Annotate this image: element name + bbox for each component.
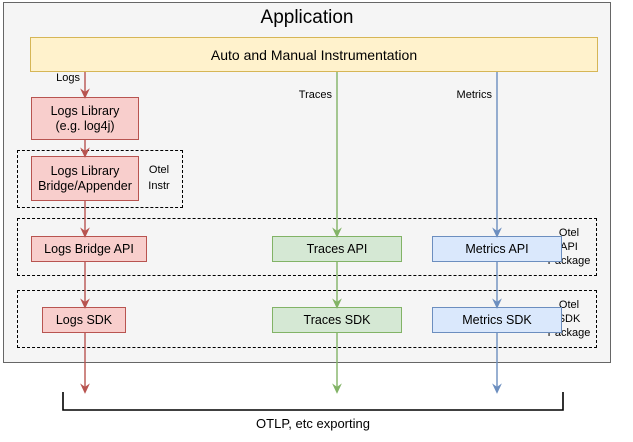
node-traces-sdk-label: Traces SDK — [303, 312, 371, 327]
node-logs-library[interactable]: Logs Library (e.g. log4j) — [31, 97, 139, 140]
node-logs-bridge-api-label: Logs Bridge API — [44, 241, 134, 256]
group-otel-api-label-line2: API — [560, 241, 578, 253]
node-traces-api-label: Traces API — [306, 241, 368, 256]
group-otel-sdk-label-line2: SDK — [557, 313, 581, 325]
node-logs-library-bridge-appender[interactable]: Logs Library Bridge/Appender — [31, 156, 139, 201]
node-logs-library-line1: Logs Library — [50, 103, 120, 118]
group-otel-api-package — [17, 218, 597, 276]
group-otel-instr-label-line1: Otel — [148, 164, 170, 176]
node-logs-bridge-api[interactable]: Logs Bridge API — [31, 236, 147, 262]
group-otel-sdk-label-line1: Otel — [558, 299, 580, 311]
node-logs-bridge-line2: Bridge/Appender — [38, 178, 132, 193]
page-title: Application — [260, 7, 354, 28]
auto-manual-instrumentation-label: Auto and Manual Instrumentation — [210, 46, 418, 63]
node-logs-sdk-label: Logs SDK — [55, 312, 113, 327]
node-metrics-api-label: Metrics API — [465, 241, 529, 256]
group-otel-instr — [17, 150, 183, 208]
node-logs-bridge-line1: Logs Library — [50, 163, 120, 178]
node-logs-library-line2: (e.g. log4j) — [55, 118, 115, 133]
node-traces-api[interactable]: Traces API — [272, 236, 402, 262]
export-bracket — [62, 392, 564, 411]
group-otel-sdk-package — [17, 290, 597, 348]
node-traces-sdk[interactable]: Traces SDK — [272, 307, 402, 333]
edge-label-metrics: Metrics — [456, 89, 492, 101]
node-metrics-api[interactable]: Metrics API — [432, 236, 562, 262]
auto-manual-instrumentation-box: Auto and Manual Instrumentation — [30, 37, 598, 72]
node-logs-sdk[interactable]: Logs SDK — [42, 307, 126, 333]
group-otel-instr-label-line2: Instr — [148, 180, 170, 192]
node-metrics-sdk[interactable]: Metrics SDK — [432, 307, 562, 333]
export-label: OTLP, etc exporting — [256, 416, 370, 431]
edge-label-traces: Traces — [298, 89, 332, 101]
node-metrics-sdk-label: Metrics SDK — [462, 312, 532, 327]
edge-label-logs: Logs — [56, 72, 80, 84]
group-otel-api-label-line1: Otel — [558, 227, 580, 239]
